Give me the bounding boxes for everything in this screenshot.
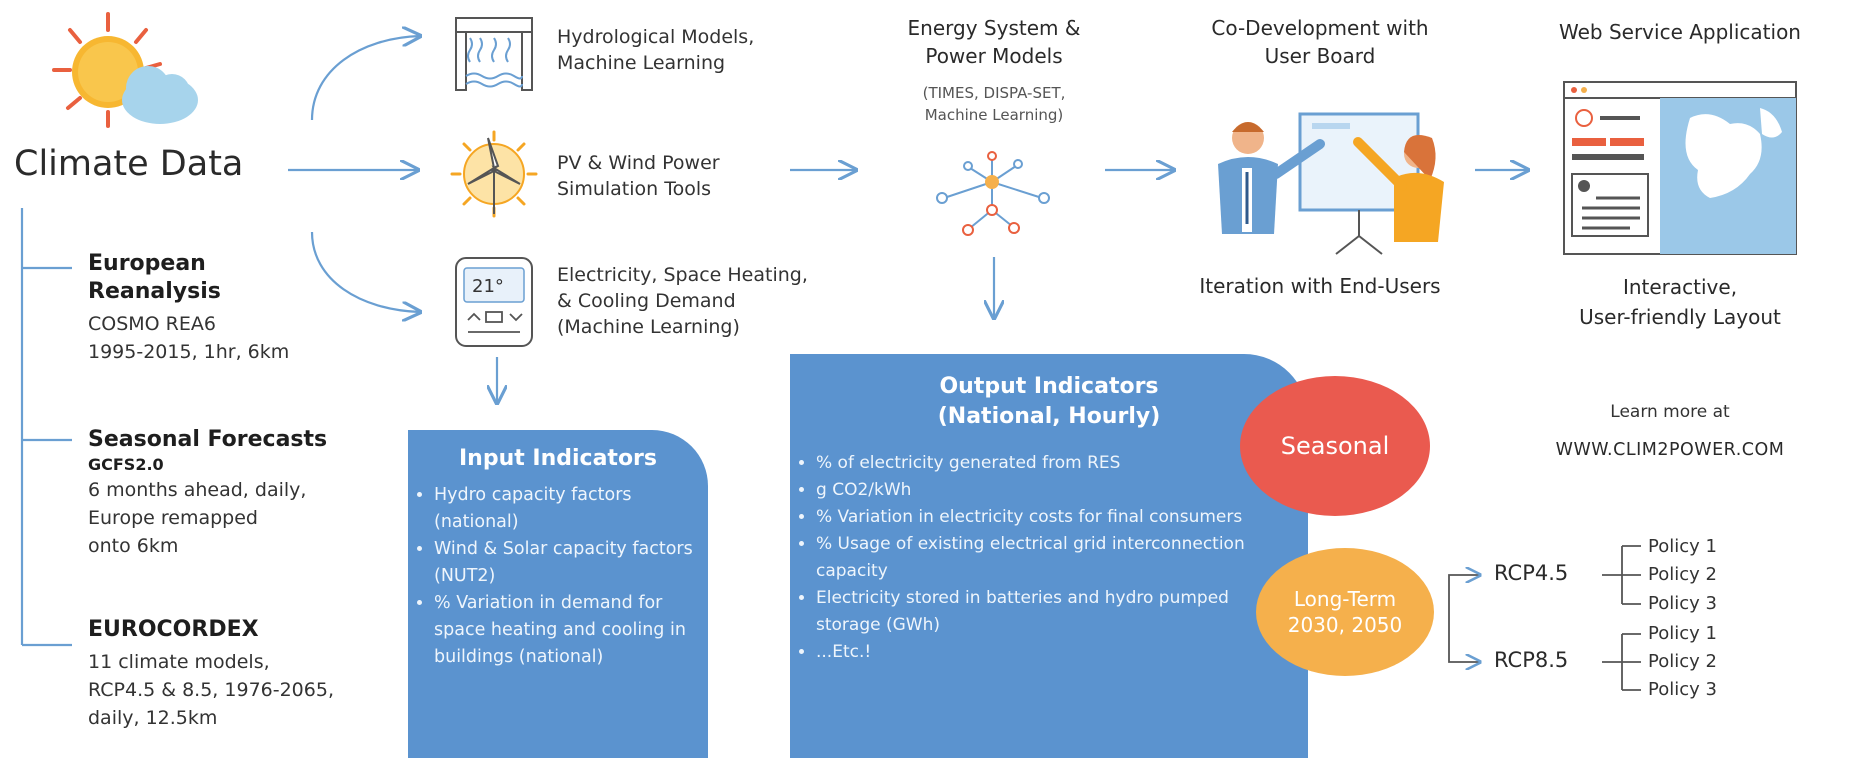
network-icon <box>936 151 1050 236</box>
thermostat-reading: 21° <box>472 276 504 297</box>
model-label-demand: Electricity, Space Heating, & Cooling De… <box>557 264 808 338</box>
rcp85-bracket <box>1602 633 1641 691</box>
input-indicators-list: Hydro capacity factors (national) Wind &… <box>408 482 696 671</box>
input-indicators-title: Input Indicators <box>458 446 658 471</box>
web-caption: Interactive, User-friendly Layout <box>1579 275 1781 329</box>
model-label-pv-wind: PV & Wind Power Simulation Tools <box>557 152 720 200</box>
rcp45-bracket <box>1602 545 1641 605</box>
scenario-rcp45: RCP4.5 <box>1494 561 1569 585</box>
presentation-icon <box>1218 112 1444 255</box>
sun-wind-turbine-icon <box>450 130 538 218</box>
sun-cloud-icon <box>52 12 198 128</box>
codev-caption: Iteration with End-Users <box>1199 274 1441 298</box>
list-item: Electricity stored in batteries and hydr… <box>816 585 1284 639</box>
energy-title: Energy System & Power Models <box>907 16 1081 68</box>
source-european-reanalysis: European Reanalysis COSMO REA6 1995-2015… <box>88 250 308 366</box>
scenario-rcp85: RCP8.5 <box>1494 648 1569 672</box>
source-details: 6 months ahead, daily, Europe remapped o… <box>88 479 307 557</box>
list-item: % of electricity generated from RES <box>816 450 1284 477</box>
seasonal-label: Seasonal <box>1280 432 1390 460</box>
input-indicators-panel: Input Indicators Hydro capacity factors … <box>408 430 708 758</box>
source-eurocordex: EUROCORDEX 11 climate models, RCP4.5 & 8… <box>88 616 334 732</box>
output-indicators-panel: Output Indicators (National, Hourly) % o… <box>790 354 1308 758</box>
arrow-longterm-to-rcp85 <box>1448 612 1480 662</box>
list-item: % Variation in electricity costs for fin… <box>816 504 1284 531</box>
source-details: COSMO REA6 1995-2015, 1hr, 6km <box>88 313 290 363</box>
source-seasonal-forecasts: Seasonal Forecasts GCFS2.0 6 months ahea… <box>88 426 327 560</box>
longterm-label: Long-Term 2030, 2050 <box>1287 587 1403 637</box>
source-details: 11 climate models, RCP4.5 & 8.5, 1976-20… <box>88 651 334 729</box>
web-app-map-icon <box>1563 81 1797 255</box>
list-item: g CO2/kWh <box>816 477 1284 504</box>
output-indicators-list: % of electricity generated from RES g CO… <box>790 450 1284 666</box>
thermostat-icon: 21° <box>455 257 533 347</box>
list-item: Wind & Solar capacity factors (NUT2) <box>434 536 696 590</box>
policy-label: Policy 3 <box>1648 593 1717 614</box>
website-link[interactable]: WWW.CLIM2POWER.COM <box>1555 440 1785 460</box>
source-heading: EUROCORDEX <box>88 617 259 642</box>
source-heading: European Reanalysis <box>88 251 221 304</box>
climate-data-title: Climate Data <box>14 144 244 184</box>
web-title: Web Service Application <box>1559 20 1801 44</box>
energy-subtitle: (TIMES, DISPA-SET, Machine Learning) <box>922 84 1066 124</box>
policy-label: Policy 1 <box>1648 536 1717 557</box>
policy-label: Policy 2 <box>1648 651 1717 672</box>
output-indicators-title: Output Indicators (National, Hourly) <box>937 374 1161 429</box>
learn-more-label: Learn more at <box>1610 402 1730 422</box>
arrow-climate-to-demand <box>310 231 420 312</box>
codev-title: Co-Development with User Board <box>1211 16 1429 68</box>
policy-label: Policy 3 <box>1648 679 1717 700</box>
source-heading: Seasonal Forecasts <box>88 427 328 452</box>
list-item: Hydro capacity factors (national) <box>434 482 696 536</box>
source-sub: GCFS2.0 <box>88 455 164 474</box>
arrow-climate-to-hydro <box>310 36 420 121</box>
model-label-hydro: Hydrological Models, Machine Learning <box>557 26 755 74</box>
policy-label: Policy 2 <box>1648 564 1717 585</box>
list-item: ...Etc.! <box>816 639 1284 666</box>
policy-label: Policy 1 <box>1648 623 1717 644</box>
longterm-bubble: Long-Term 2030, 2050 <box>1256 548 1434 676</box>
dam-icon <box>455 17 533 91</box>
arrow-longterm-to-rcp45 <box>1448 575 1480 612</box>
seasonal-bubble: Seasonal <box>1240 376 1430 516</box>
list-item: % Usage of existing electrical grid inte… <box>816 531 1284 585</box>
list-item: % Variation in demand for space heating … <box>434 590 696 671</box>
